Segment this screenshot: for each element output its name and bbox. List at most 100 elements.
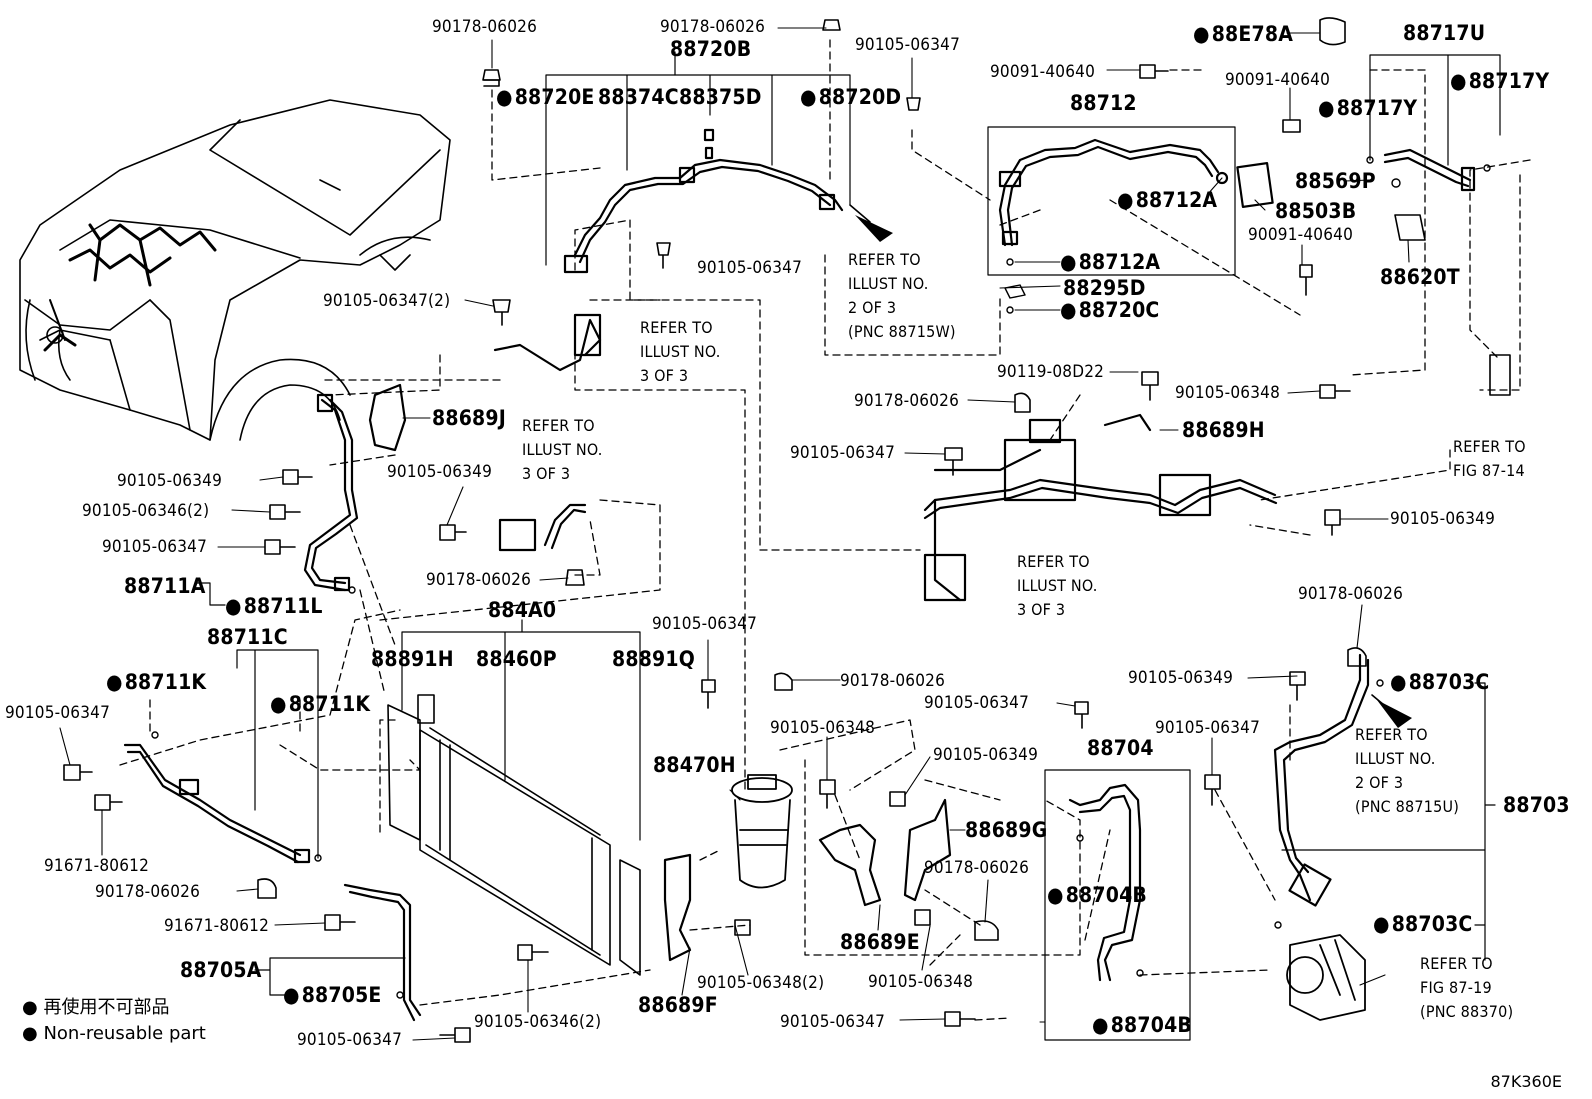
refer-note: REFER TO ILLUST NO. 3 OF 3 [1017,552,1098,619]
leader-lines [194,51,1501,1041]
part-label: 88720D [800,85,901,109]
part-label: 88711K [270,692,370,716]
part-label: 88689H [1182,418,1265,442]
part-label: 91671-80612 [44,856,150,876]
part-label: 88717Y [1318,96,1417,120]
part-label: 88717U [1403,21,1486,45]
part-label: 90091-40640 [990,62,1096,82]
part-label: 90178-06026 [432,17,538,37]
part-label: 88891Q [612,647,695,671]
part-label: 90105-06349 [1390,509,1496,529]
part-label: 90178-06026 [854,391,960,411]
part-label: 90105-06347 [780,1012,886,1032]
part-label: 90105-06347 [652,614,758,634]
part-label: 88620T [1380,265,1460,289]
part-label: 88711A [124,574,206,598]
condenser [387,694,641,976]
part-label: 90105-06347 [297,1030,403,1050]
refer-note: REFER TO ILLUST NO. 3 OF 3 [522,416,603,483]
part-label: 90105-06348 [1175,383,1281,403]
part-label: 88720C [1060,298,1160,322]
part-label: 88711L [225,594,323,618]
part-label: 90105-06347 [924,693,1030,713]
part-label: 90105-06348 [770,718,876,738]
refer-note: REFER TO ILLUST NO. 2 OF 3 (PNC 88715W) [848,250,956,341]
part-label: 88720B [670,37,752,61]
illustration-code: 87K360E [1490,1072,1563,1091]
part-label: 88569P [1295,169,1376,193]
part-label: 88689G [965,818,1048,842]
part-label: 90105-06347 [1155,718,1261,738]
vehicle-outline [19,99,451,441]
refer-note: REFER TO FIG 87-14 [1453,437,1526,480]
part-label: 90178-06026 [840,671,946,691]
part-label: 88712A [1117,188,1217,212]
part-label: 88712 [1070,91,1137,115]
part-label: 88720E [496,85,595,109]
refer-note: REFER TO FIG 87-19 (PNC 88370) [1420,954,1514,1021]
part-label: 88703 [1503,793,1570,817]
part-label: 88470H [653,753,736,777]
part-label: 88704 [1087,736,1154,760]
part-label: 88E78A [1193,22,1293,46]
dashed-lines [119,39,1531,1021]
part-label: 90105-06347(2) [323,291,451,311]
part-label: 88891H [371,647,454,671]
refer-note: REFER TO ILLUST NO. 2 OF 3 (PNC 88715U) [1355,725,1460,816]
part-label: 90105-06349 [933,745,1039,765]
part-label: 90105-06349 [1128,668,1234,688]
legend-en: ● Non-reusable part [22,1022,206,1046]
part-label: 884A0 [488,598,557,622]
part-label: 90091-40640 [1225,70,1331,90]
part-label: 88460P [476,647,557,671]
part-label: 90091-40640 [1248,225,1354,245]
part-label: 88689E [840,930,920,954]
part-label: 90105-06348 [868,972,974,992]
part-label: 91671-80612 [164,916,270,936]
part-label: 88717Y [1450,69,1549,93]
part-label: 90178-06026 [924,858,1030,878]
part-label: 88711K [106,670,206,694]
fasteners [63,17,1511,1043]
part-label: 88295D [1063,276,1146,300]
part-label: 88705E [283,983,382,1007]
part-label: 90105-06347 [5,703,111,723]
legend-text-jp: 再使用不可部品 [43,997,170,1018]
part-label: 88711C [207,625,288,649]
part-label: 88374C [598,85,679,109]
part-label: 90105-06346(2) [82,501,210,521]
part-label: 88375D [679,85,762,109]
non-reusable-dot-icon: ● [22,1023,38,1044]
part-label: 90105-06347 [102,537,208,557]
part-label: 90105-06349 [387,462,493,482]
o-rings [151,156,1491,999]
part-label: 90178-06026 [95,882,201,902]
part-label: 88703C [1390,670,1490,694]
hose-assemblies [123,128,1476,1022]
label-leaders [59,27,1410,1041]
part-label: 88704B [1092,1013,1192,1037]
part-label: 88503B [1275,199,1357,223]
part-label: 88704B [1047,883,1147,907]
part-label: 90105-06347 [790,443,896,463]
part-label: 90178-06026 [660,17,766,37]
part-label: 90119-08D22 [997,362,1105,382]
part-label: 88689J [432,406,506,430]
part-label: 88689F [638,993,718,1017]
refer-note: REFER TO ILLUST NO. 3 OF 3 [640,318,721,385]
receiver-drier [731,774,793,889]
part-label: 88703C [1373,912,1473,936]
compressor [1286,934,1366,1021]
legend-jp: ● 再使用不可部品 [22,996,169,1020]
part-label: 90105-06346(2) [474,1012,602,1032]
part-label: 88712A [1060,250,1160,274]
part-label: 90178-06026 [426,570,532,590]
part-label: 90105-06348(2) [697,973,825,993]
non-reusable-dot-icon: ● [22,997,38,1018]
part-label: 90178-06026 [1298,584,1404,604]
part-label: 90105-06347 [855,35,961,55]
part-label: 90105-06347 [697,258,803,278]
part-label: 88705A [180,958,262,982]
